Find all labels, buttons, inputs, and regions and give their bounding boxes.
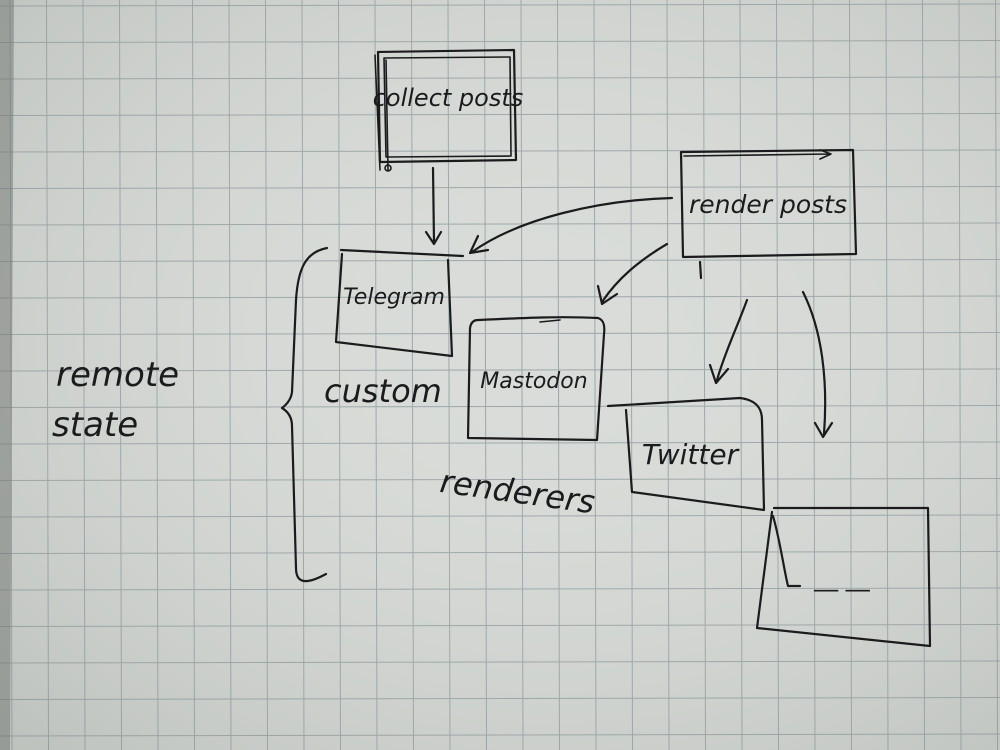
twitter-label: Twitter	[642, 438, 740, 471]
mastodon-label: Mastodon	[480, 369, 587, 394]
page-edge-shadow	[0, 0, 14, 750]
telegram-label: Telegram	[343, 285, 445, 310]
placeholder-renderer-node: __ __	[755, 506, 932, 648]
remote-state-brace	[280, 246, 329, 583]
custom-label: custom	[324, 372, 442, 410]
arrow-render-to-twitter	[698, 260, 749, 385]
placeholder-label: __ __	[813, 564, 871, 592]
collect-posts-node: collect posts	[373, 48, 524, 172]
remote-label: remote	[56, 355, 179, 395]
arrow-render-to-mastodon	[596, 242, 669, 306]
arrow-render-to-telegram	[468, 196, 674, 255]
twitter-node: Twitter	[606, 396, 766, 512]
state-label: state	[52, 405, 138, 445]
collect-label: collect posts	[373, 84, 524, 112]
arrow-render-to-placeholder	[801, 290, 834, 439]
render-posts-node: render posts	[679, 148, 858, 259]
telegram-node: Telegram	[334, 248, 465, 358]
mastodon-node: Mastodon	[466, 316, 606, 442]
arrow-collect-to-telegram	[424, 166, 443, 246]
render-label: render posts	[689, 190, 847, 219]
